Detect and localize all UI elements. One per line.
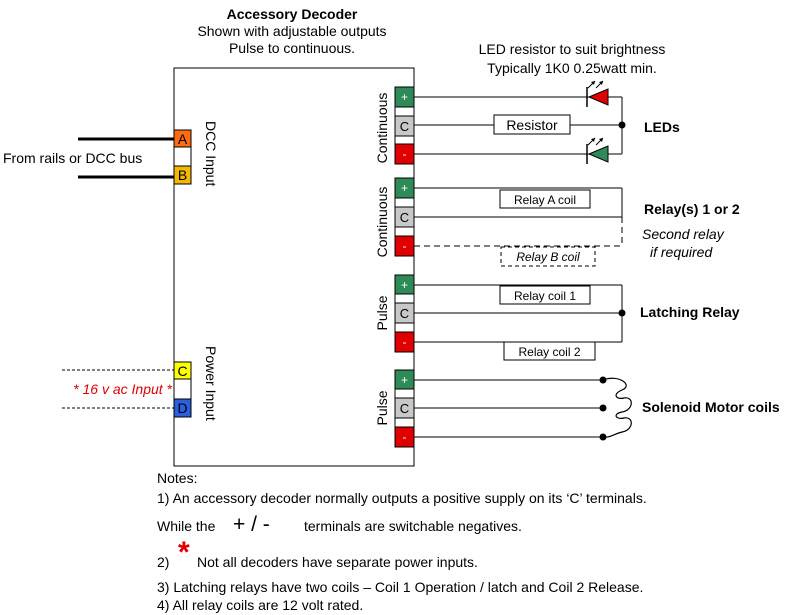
output2-load-label: Relay(s) 1 or 2 — [644, 201, 740, 217]
terminal-gap-cd — [173, 378, 192, 400]
output4-plus-label: + — [401, 373, 408, 387]
output1-plus-label: + — [401, 90, 408, 104]
terminal-b — [173, 165, 192, 185]
output2-gap-2 — [394, 226, 415, 237]
relay-b-coil-box — [500, 246, 596, 267]
note-2-text: Not all decoders have separate power inp… — [197, 554, 478, 570]
terminal-d-label: D — [177, 400, 187, 416]
output4-gap-2 — [394, 417, 415, 428]
output3-mode-label: Pulse — [374, 295, 390, 330]
relay-b-coil-label: Relay B coil — [516, 250, 580, 264]
led-red-icon — [586, 80, 609, 107]
second-relay-note-1: Second relay — [642, 226, 725, 242]
output4-junction-2 — [599, 404, 607, 412]
output4-common-label: C — [400, 401, 409, 416]
note-1: 1) An accessory decoder normally outputs… — [157, 490, 647, 506]
output3-junction — [618, 309, 626, 317]
notes-heading: Notes: — [157, 470, 198, 486]
output3-common-label: C — [400, 306, 409, 321]
terminal-gap-ab — [173, 146, 192, 167]
led-note-2: Typically 1K0 0.25watt min. — [487, 60, 657, 76]
output1-load-label: LEDs — [644, 119, 680, 135]
output4-minus-label: - — [403, 430, 407, 444]
note-1b-prefix: While the — [157, 518, 216, 534]
output3-gap-2 — [394, 322, 415, 333]
dcc-input-label: DCC Input — [203, 121, 219, 186]
from-rails-label: From rails or DCC bus — [3, 150, 142, 166]
output2-plus-label: + — [401, 181, 408, 195]
output2-gap-1 — [394, 197, 415, 208]
terminal-b-label: B — [178, 167, 187, 183]
output1-gap-2 — [394, 135, 415, 145]
ac-input-label: * 16 v ac Input * — [73, 381, 172, 397]
output4-gap-1 — [394, 388, 415, 399]
output2-minus-label: - — [403, 239, 407, 253]
note-1b-suffix: terminals are switchable negatives. — [304, 518, 522, 534]
decoder-body — [173, 67, 415, 467]
diagram-subtitle-2: Pulse to continuous. — [229, 40, 355, 56]
diagram-title: Accessory Decoder — [227, 6, 358, 22]
output2-mode-label: Continuous — [374, 187, 390, 258]
output3-minus-label: - — [403, 335, 407, 349]
terminal-a-label: A — [178, 131, 188, 147]
relay-coil-1-box — [499, 285, 591, 305]
note-2-star: * — [178, 536, 190, 569]
solenoid-coil-icon — [602, 377, 632, 438]
output1-gap-1 — [394, 106, 415, 117]
relay-a-coil-label: Relay A coil — [514, 193, 576, 207]
terminal-d — [173, 398, 192, 418]
output3-load-label: Latching Relay — [640, 304, 740, 320]
relay-a-coil-box — [499, 189, 591, 209]
output3-plus-label: + — [401, 278, 408, 292]
resistor-box — [493, 114, 571, 135]
resistor-label: Resistor — [506, 117, 558, 133]
note-1b-symbols: + / - — [233, 513, 270, 536]
relay-coil-1-label: Relay coil 1 — [514, 289, 576, 303]
diagram-subtitle-1: Shown with adjustable outputs — [197, 23, 386, 39]
output4-mode-label: Pulse — [374, 390, 390, 425]
led-note-1: LED resistor to suit brightness — [479, 41, 666, 57]
output4-load-label: Solenoid Motor coils — [642, 399, 780, 415]
terminal-c-label: C — [177, 363, 187, 379]
second-relay-note-2: if required — [650, 244, 713, 260]
output1-junction — [618, 121, 626, 129]
output1-common-label: C — [400, 119, 409, 134]
led-green-icon — [586, 137, 609, 164]
power-input-label: Power Input — [203, 346, 219, 421]
note-3: 3) Latching relays have two coils – Coil… — [157, 579, 644, 595]
output1-minus-label: - — [403, 147, 407, 161]
output3-gap-1 — [394, 293, 415, 304]
relay-coil-2-box — [503, 341, 596, 361]
output1-mode-label: Continuous — [374, 93, 390, 164]
relay-coil-2-label: Relay coil 2 — [518, 345, 580, 359]
output2-common-label: C — [400, 210, 409, 225]
note-4: 4) All relay coils are 12 volt rated. — [157, 597, 364, 613]
note-2-prefix: 2) — [157, 554, 169, 570]
